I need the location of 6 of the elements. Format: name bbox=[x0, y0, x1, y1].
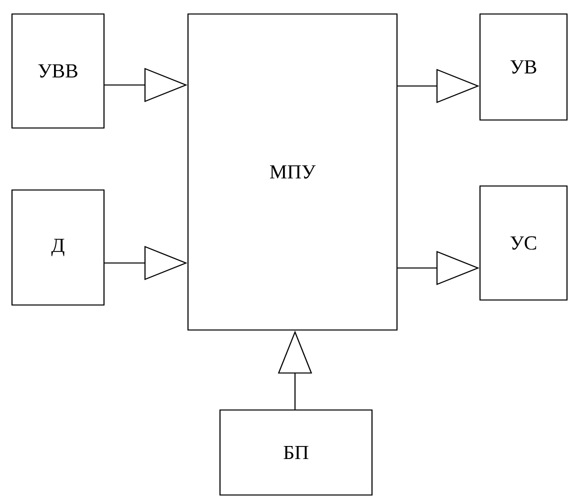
block-box: МПУ bbox=[187, 13, 398, 331]
block-box: УС bbox=[479, 185, 568, 301]
block-box: БП bbox=[219, 409, 373, 496]
block-box: УВВ bbox=[11, 13, 105, 129]
block-box: Д bbox=[11, 189, 105, 306]
block-box: УВ bbox=[479, 13, 568, 121]
